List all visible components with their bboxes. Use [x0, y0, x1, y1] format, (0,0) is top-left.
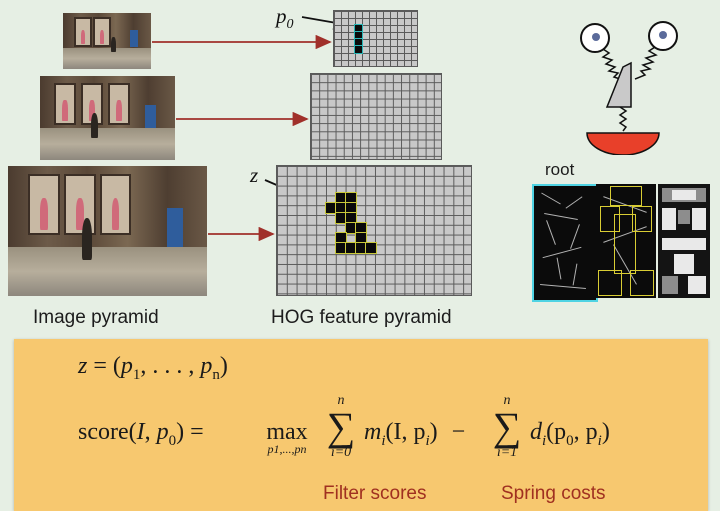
- mouth-icon: [586, 132, 660, 155]
- formula-score: score(I, p0) =: [78, 419, 204, 449]
- mouth-spring: [618, 106, 628, 132]
- formula-sum2: n ∑ i=1: [492, 393, 522, 460]
- root-filter: [532, 184, 598, 302]
- deformation-cost-filter: [658, 184, 710, 298]
- hog-grid-small: [333, 10, 418, 67]
- image-pyramid-caption: Image pyramid: [33, 307, 159, 328]
- filter-scores-caption: Filter scores: [323, 483, 427, 504]
- pyramid-photo-large: [8, 166, 207, 296]
- spring-model-diagram: [580, 21, 678, 155]
- formula-spring-term: di(p0, pi): [530, 419, 610, 449]
- part-filters: [596, 184, 656, 298]
- formula-sum1: n ∑ i=0: [326, 393, 356, 460]
- hog-grid-large: [276, 165, 472, 296]
- p0-label: p0: [276, 4, 294, 33]
- root-label: root: [545, 160, 575, 179]
- formula-z-definition: z = (p1, . . . , pn): [78, 353, 228, 383]
- left-spring: [601, 48, 624, 81]
- nose-icon: [605, 61, 632, 108]
- pyramid-photo-medium: [40, 76, 175, 160]
- spring-costs-caption: Spring costs: [501, 483, 606, 504]
- right-spring: [634, 46, 658, 80]
- score-formula-box: z = (p1, . . . , pn) score(I, p0) = max …: [14, 339, 708, 511]
- pyramid-photo-small: [63, 13, 151, 69]
- z-label: z: [250, 163, 259, 187]
- formula-max: max p1,...,pn: [266, 419, 308, 456]
- formula-filter-term: mi(I, pi) −: [364, 419, 466, 449]
- hog-pyramid-caption: HOG feature pyramid: [271, 307, 452, 328]
- hog-grid-medium: [310, 73, 442, 160]
